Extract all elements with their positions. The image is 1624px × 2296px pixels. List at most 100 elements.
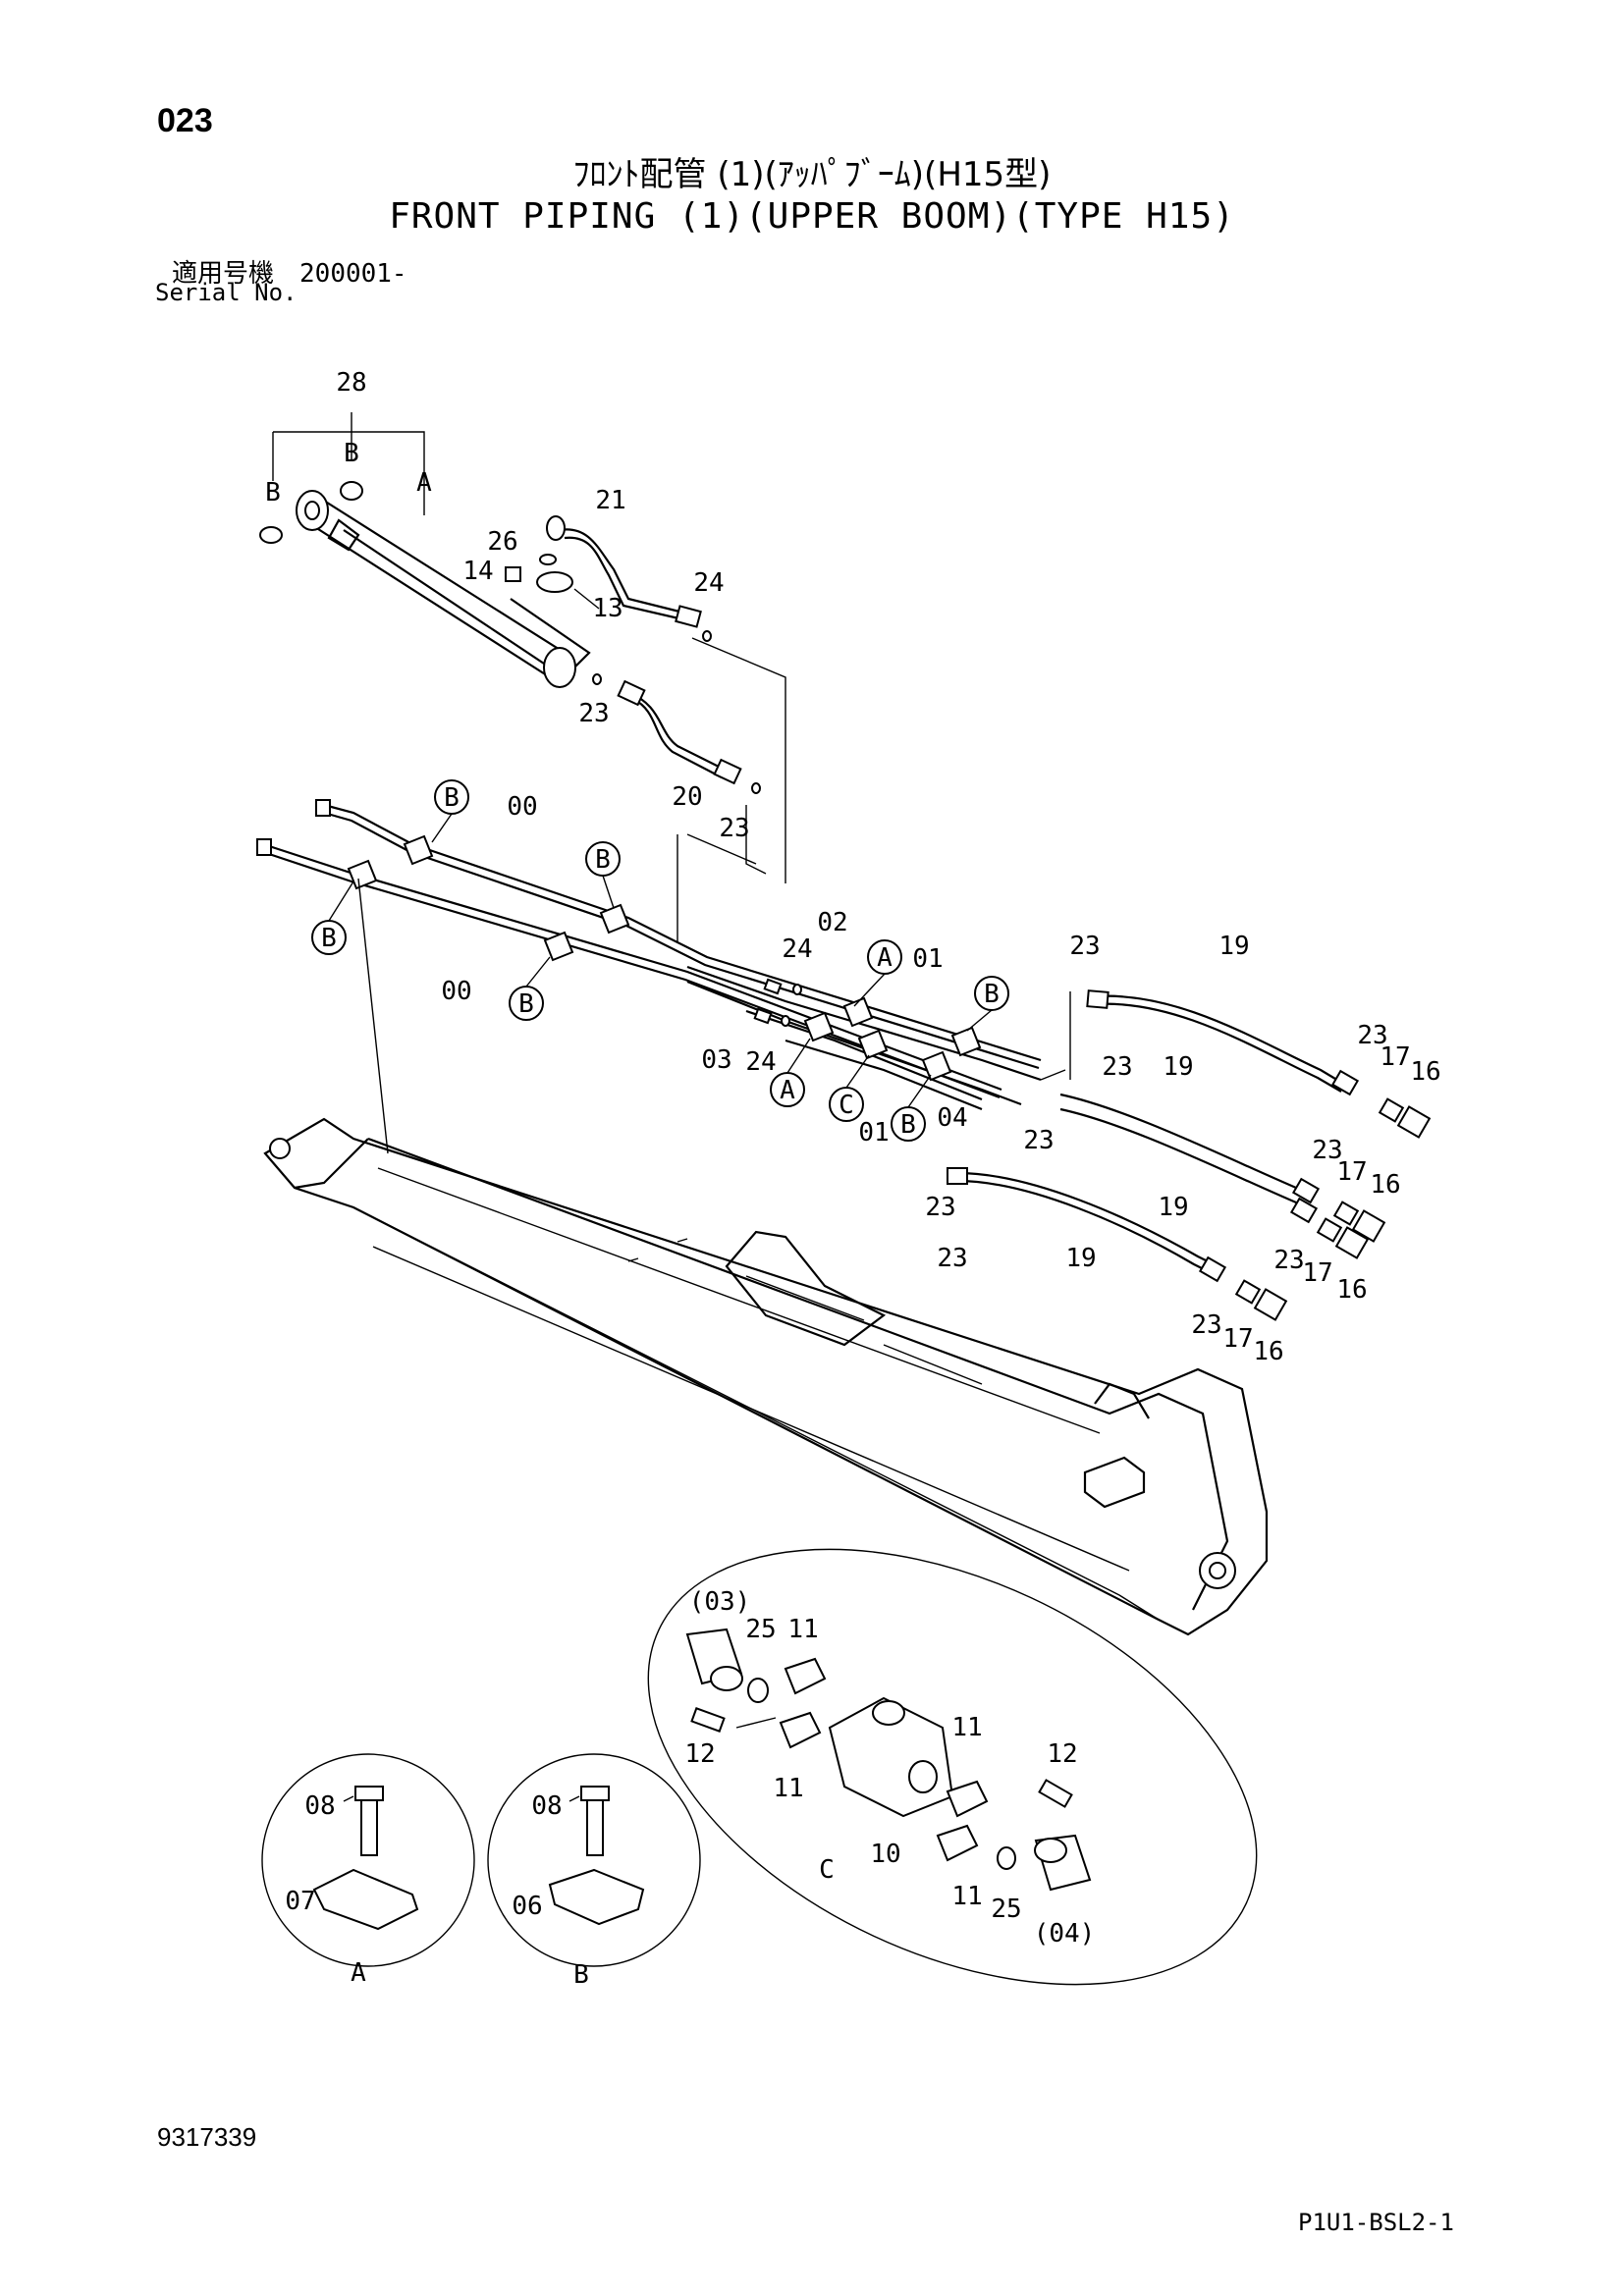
callout: 11 — [951, 1882, 982, 1911]
detail-b-parts — [548, 1786, 645, 1926]
detail-c-outline — [647, 1548, 1258, 1986]
serial-value: 200001- — [299, 259, 407, 289]
callout-bracket-28 — [272, 431, 425, 491]
title-japanese: ﾌﾛﾝﾄ配管 (1)(ｱｯﾊﾟﾌﾞｰﾑ)(H15型) — [572, 155, 1052, 194]
callout: 17 — [1336, 1157, 1367, 1187]
washer-b-left — [259, 526, 283, 544]
document-number: 9317339 — [157, 2122, 257, 2152]
circled-markers: B B B B A B A C B — [311, 779, 1009, 1142]
bolt-14 — [505, 566, 521, 582]
serial-label-japanese: 適用号機 200001- — [172, 253, 407, 290]
washer-b-top — [340, 481, 363, 501]
circle-marker-label: B — [900, 1110, 916, 1140]
hose-19-top — [1094, 994, 1346, 1086]
circle-marker: A — [770, 1072, 805, 1107]
circle-marker-label: B — [444, 783, 460, 813]
upper-boom-outline — [263, 1117, 1269, 1636]
callout: 20 — [672, 782, 702, 812]
circle-marker: B — [509, 986, 544, 1021]
serial-label-english: Serial No. — [155, 279, 298, 306]
callout: B — [265, 478, 281, 507]
pipe-04 — [785, 1039, 983, 1111]
circle-marker-label: B — [321, 924, 337, 953]
arm-cylinder — [296, 490, 591, 688]
circle-marker-label: C — [839, 1091, 854, 1120]
circle-marker: B — [974, 976, 1009, 1011]
clamp-b-1 — [403, 834, 434, 866]
circle-marker-label: A — [877, 943, 893, 973]
callout: 11 — [951, 1713, 982, 1742]
callout: A — [416, 468, 432, 498]
washer-26 — [539, 554, 557, 565]
callout: 10 — [870, 1840, 900, 1869]
callout: 13 — [592, 594, 623, 623]
circle-marker: A — [867, 939, 902, 975]
main-pipe-lower-00 — [256, 838, 1002, 1099]
callout: 16 — [1253, 1337, 1283, 1366]
hose-19-mid-b — [1059, 1107, 1307, 1208]
callout: 23 — [1357, 1021, 1387, 1050]
circle-marker: C — [829, 1087, 864, 1122]
circle-marker: B — [434, 779, 469, 815]
callout: 07 — [285, 1887, 315, 1916]
callout: C — [819, 1855, 835, 1885]
hose-19-bottom — [956, 1171, 1218, 1267]
callout: 17 — [1380, 1042, 1410, 1072]
clamp-b-4 — [543, 931, 574, 962]
callout: 19 — [1163, 1052, 1193, 1082]
circle-marker: B — [891, 1106, 926, 1142]
callout: 23 — [937, 1244, 967, 1273]
callout: B — [573, 1960, 589, 1990]
callout: 12 — [1047, 1739, 1077, 1769]
serial-label-jp-text: 適用号機 — [172, 259, 275, 289]
clamp-b-3 — [347, 859, 378, 890]
reference-code: P1U1-BSL2-1 — [1298, 2209, 1454, 2236]
callout: 25 — [745, 1615, 776, 1644]
circle-marker: B — [311, 920, 347, 955]
callout: 06 — [512, 1892, 542, 1921]
callout: 28 — [336, 368, 366, 398]
callout: 21 — [595, 486, 625, 515]
clamp-13 — [536, 571, 573, 593]
callout: 19 — [1158, 1193, 1188, 1222]
callout: 11 — [773, 1774, 803, 1803]
callout: 23 — [1191, 1310, 1221, 1340]
callout: 08 — [531, 1791, 562, 1821]
pipe-20 — [627, 690, 728, 772]
callout: 23 — [719, 814, 749, 843]
callout: 04 — [937, 1103, 967, 1133]
callout: 16 — [1370, 1170, 1400, 1200]
callout: 14 — [462, 557, 493, 586]
callout: 26 — [487, 527, 517, 557]
detail-a-parts — [312, 1786, 419, 1931]
detail-a-outline — [261, 1753, 475, 1967]
callout: 19 — [1065, 1244, 1096, 1273]
callout: 23 — [1023, 1126, 1054, 1155]
callout: 01 — [912, 944, 943, 974]
callout: 25 — [991, 1895, 1021, 1924]
callout: A — [351, 1958, 366, 1988]
pipe-21 — [559, 528, 688, 615]
callout: (04) — [1034, 1919, 1096, 1949]
callout: 16 — [1410, 1057, 1440, 1087]
callout: 19 — [1218, 932, 1249, 961]
circle-marker-label: B — [984, 980, 1000, 1009]
callout: 00 — [507, 792, 537, 822]
callout: 00 — [441, 977, 471, 1006]
callout: 17 — [1302, 1258, 1332, 1288]
callout: 02 — [817, 908, 847, 937]
callout: 24 — [745, 1047, 776, 1077]
detail-c-parts — [685, 1628, 1092, 1892]
callout: 23 — [925, 1193, 955, 1222]
callout: 01 — [858, 1118, 889, 1148]
pipe-02 — [686, 965, 1042, 1082]
circle-marker-label: B — [595, 845, 611, 875]
callout: 24 — [782, 934, 812, 964]
pipe-03 — [686, 980, 1022, 1106]
callout: 23 — [1069, 932, 1100, 961]
detail-b-outline — [487, 1753, 701, 1967]
part-callouts: 28 B B A 21 26 14 13 24 23 20 23 00 00 0… — [265, 368, 1440, 1990]
callout: 23 — [1312, 1136, 1342, 1165]
page-number: 023 — [157, 102, 213, 139]
